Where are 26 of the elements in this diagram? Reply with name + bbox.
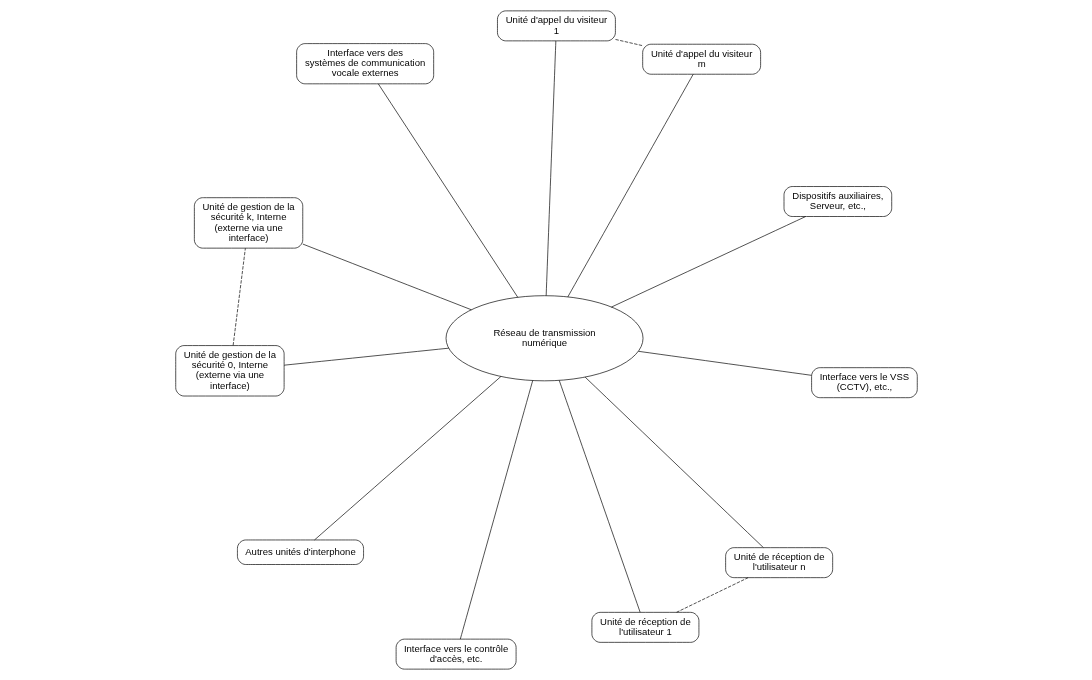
node-box: Unité de réception de l'utilisateur n	[724, 547, 833, 578]
node-box: Unité de réception de l'utilisateur 1	[591, 612, 699, 643]
connector	[232, 247, 246, 346]
node-ellipse: Réseau de transmission numérique	[445, 295, 643, 382]
node-box: Interface vers le contrôle d'accès, etc.	[395, 638, 516, 670]
node-box: Interface vers des systèmes de communication vocale externes	[295, 43, 434, 85]
node-box: Autres unités d'interphone	[236, 539, 364, 565]
connector	[377, 83, 518, 298]
connector	[610, 216, 806, 308]
connector	[558, 380, 640, 613]
connector	[459, 380, 533, 640]
node-box: Unité de gestion de la sécurité 0, Interne (externe via une interface)	[174, 345, 284, 397]
connector	[584, 376, 764, 548]
node-box: Unité d'appel du visiteur m	[641, 43, 761, 75]
node-box: Unité de gestion de la sécurité k, Interne (externe via une interface)	[193, 197, 303, 249]
connector	[637, 350, 812, 376]
connector	[283, 347, 449, 366]
connector	[302, 243, 472, 311]
connector	[614, 39, 643, 46]
connector	[566, 73, 694, 298]
node-box: Dispositifs auxiliaires, Serveur, etc.,	[783, 186, 892, 217]
node-box: Unité d'appel du visiteur 1	[496, 10, 616, 42]
connector	[313, 376, 501, 541]
connector	[545, 40, 556, 296]
node-box: Interface vers le VSS (CCTV), etc.,	[810, 367, 918, 398]
connector	[675, 577, 748, 613]
